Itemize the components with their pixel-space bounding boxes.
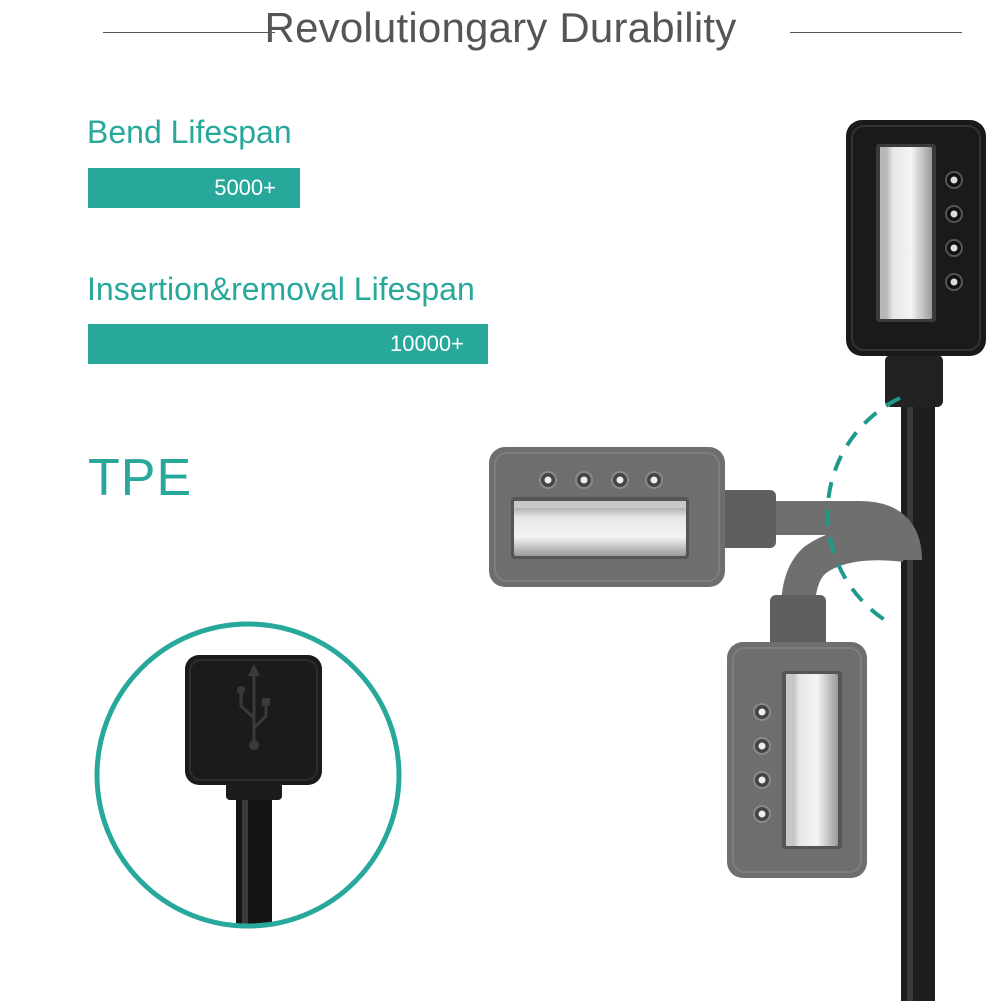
bent-cable-ghosts	[770, 501, 922, 611]
header-rule-left	[103, 32, 275, 33]
magnetic-connector-black	[846, 120, 986, 407]
material-label: TPE	[88, 449, 193, 507]
main-cable	[901, 395, 935, 1001]
insertion-lifespan-label: Insertion&removal Lifespan	[87, 271, 475, 307]
header-rule-right	[790, 32, 962, 33]
contact-pins	[945, 171, 963, 291]
usb-detail-lens	[94, 621, 402, 929]
bend-lifespan-label: Bend Lifespan	[87, 114, 292, 150]
magnetic-connector-grey-horizontal	[489, 447, 776, 587]
bend-lifespan-bar: 5000+	[88, 168, 300, 208]
bend-arc-indicator	[825, 396, 901, 624]
magnetic-connector-grey-vertical	[727, 595, 867, 878]
usb-icon	[237, 664, 270, 750]
insertion-lifespan-bar: 10000+	[88, 324, 488, 364]
page-title: Revolutiongary Durability	[264, 4, 737, 51]
